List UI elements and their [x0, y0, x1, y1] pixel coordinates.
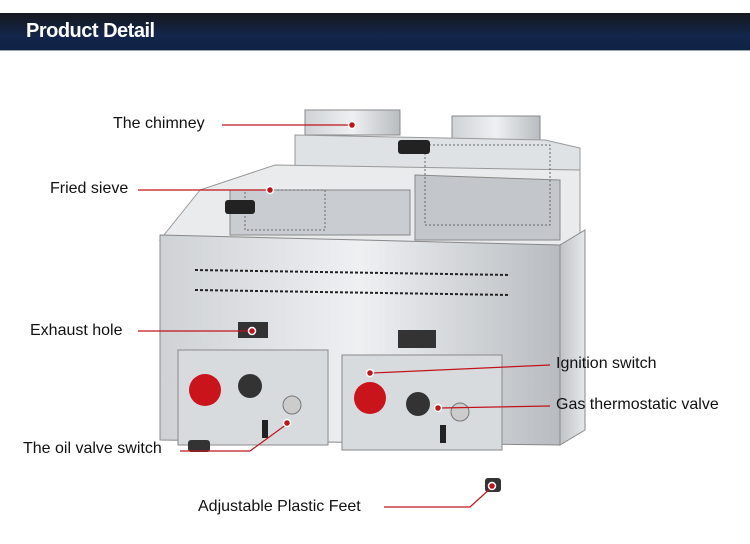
- thermostat-knob-right: [406, 392, 430, 416]
- label-plastic-feet: Adjustable Plastic Feet: [198, 498, 361, 515]
- label-chimney: The chimney: [113, 115, 205, 132]
- label-exhaust-hole: Exhaust hole: [30, 322, 123, 339]
- ignition-knob-right: [354, 382, 386, 414]
- page-title: Product Detail: [26, 20, 155, 42]
- fried-sieve-right: [424, 144, 551, 226]
- chimney-right: [451, 115, 541, 142]
- label-fried-sieve: Fried sieve: [50, 180, 129, 197]
- label-oil-valve-switch: The oil valve switch: [23, 440, 162, 457]
- exhaust-hole-right: [398, 330, 436, 348]
- label-gas-thermostatic-valve: Gas thermostatic valve: [556, 396, 719, 413]
- header-bar: Product Detail: [0, 13, 750, 51]
- label-ignition-switch: Ignition switch: [556, 355, 657, 372]
- thermostat-knob-left: [238, 374, 262, 398]
- ignition-knob-left: [189, 374, 221, 406]
